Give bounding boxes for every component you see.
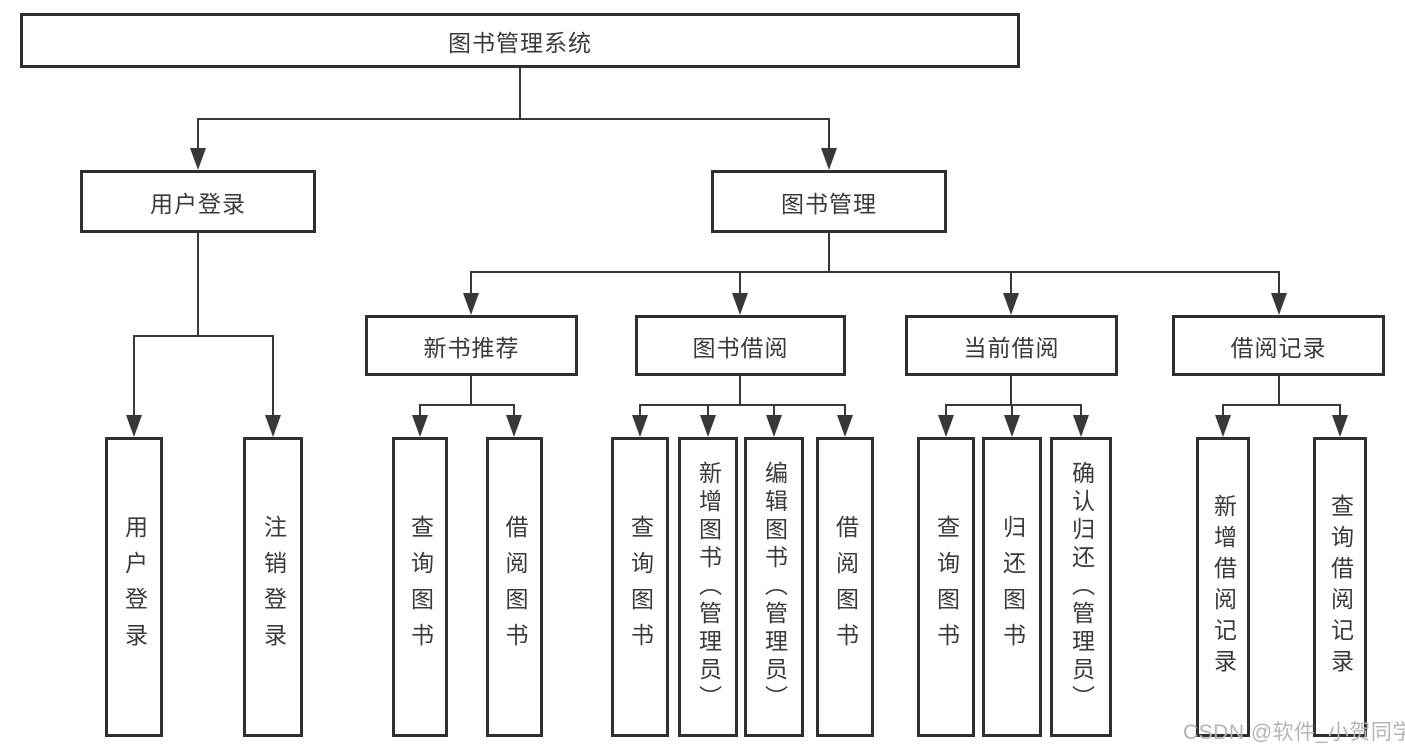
connector-to-user-login (197, 118, 199, 150)
connector-to-leaf-logout (272, 335, 274, 417)
node-root-label: 图书管理系统 (448, 29, 592, 56)
node-user-login-label: 用户登录 (150, 190, 246, 217)
leaf-br-add-record-label: 新增借阅记录 (1210, 494, 1237, 680)
connector-new-book-bar (419, 404, 515, 406)
arrow-down-icon (1003, 293, 1019, 315)
connector-borrow-record-stem (1278, 376, 1280, 406)
leaf-user-login: 用户登录 (105, 437, 163, 737)
arrow-down-icon (700, 415, 716, 437)
leaf-rec-query-books-label: 查询图书 (407, 515, 434, 659)
connector-to-book-mgmt (828, 118, 830, 150)
connector-to-current-borrow (1010, 271, 1012, 295)
connector-book-borrow-stem (739, 376, 741, 406)
connector-current-borrow-bar (945, 404, 1082, 406)
connector-leaf-stub (639, 404, 641, 417)
arrow-down-icon (190, 148, 206, 170)
connector-new-book-stem (470, 376, 472, 406)
arrow-down-icon (1332, 415, 1348, 437)
connector-leaf-stub (945, 404, 947, 417)
leaf-rec-borrow-books: 借阅图书 (486, 437, 543, 737)
node-user-login: 用户登录 (80, 170, 316, 233)
node-book-borrow-label: 图书借阅 (692, 334, 789, 361)
connector-leaf-stub (1080, 404, 1082, 417)
leaf-bb-add-books-admin: 新增图书（管理员） (678, 437, 738, 737)
connector-book-mgmt-bar (470, 271, 1280, 273)
arrow-down-icon (732, 293, 748, 315)
connector-leaf-stub (773, 404, 775, 417)
connector-to-leaf-login (133, 335, 135, 417)
node-root-system: 图书管理系统 (20, 13, 1020, 68)
connector-to-book-borrow (739, 271, 741, 295)
connector-borrow-record-bar (1222, 404, 1341, 406)
node-borrow-record-label: 借阅记录 (1230, 334, 1327, 361)
connector-leaf-stub (707, 404, 709, 417)
arrow-down-icon (766, 415, 782, 437)
node-borrow-record: 借阅记录 (1172, 315, 1385, 376)
leaf-cb-confirm-return-admin-label: 确认归还（管理员） (1068, 461, 1095, 713)
connector-leaf-stub (1339, 404, 1341, 417)
connector-user-login-bar (133, 335, 274, 337)
connector-leaf-stub (1011, 404, 1013, 417)
leaf-user-login-label: 用户登录 (121, 515, 148, 659)
connector-user-login-stem (197, 233, 199, 337)
node-book-borrow: 图书借阅 (635, 315, 846, 376)
connector-root-stem (519, 68, 521, 120)
leaf-bb-edit-books-admin: 编辑图书（管理员） (744, 437, 804, 737)
node-new-book-rec: 新书推荐 (365, 315, 578, 376)
node-current-borrow-label: 当前借阅 (963, 334, 1060, 361)
leaf-br-query-record: 查询借阅记录 (1313, 437, 1367, 737)
leaf-bb-borrow-books-label: 借阅图书 (832, 515, 859, 659)
connector-book-borrow-bar (639, 404, 846, 406)
arrow-down-icon (1271, 293, 1287, 315)
arrow-down-icon (632, 415, 648, 437)
leaf-bb-query-books: 查询图书 (611, 437, 669, 737)
connector-root-bar (197, 118, 830, 120)
leaf-logout-label: 注销登录 (260, 515, 287, 659)
arrow-down-icon (821, 148, 837, 170)
leaf-cb-return-books: 归还图书 (982, 437, 1042, 737)
arrow-down-icon (412, 415, 428, 437)
leaf-bb-query-books-label: 查询图书 (627, 515, 654, 659)
arrow-down-icon (126, 415, 142, 437)
connector-to-borrow-record (1278, 271, 1280, 295)
leaf-bb-add-books-admin-label: 新增图书（管理员） (695, 461, 722, 713)
connector-current-borrow-stem (1010, 376, 1012, 406)
leaf-rec-query-books: 查询图书 (392, 437, 448, 737)
arrow-down-icon (837, 415, 853, 437)
arrow-down-icon (938, 415, 954, 437)
leaf-logout: 注销登录 (243, 437, 303, 737)
connector-book-mgmt-stem (828, 233, 830, 273)
arrow-down-icon (1073, 415, 1089, 437)
arrow-down-icon (265, 415, 281, 437)
connector-to-new-book (470, 271, 472, 295)
connector-leaf-stub (844, 404, 846, 417)
leaf-br-add-record: 新增借阅记录 (1196, 437, 1250, 737)
leaf-bb-edit-books-admin-label: 编辑图书（管理员） (761, 461, 788, 713)
arrow-down-icon (1004, 415, 1020, 437)
node-book-mgmt-label: 图书管理 (781, 190, 877, 217)
leaf-rec-borrow-books-label: 借阅图书 (502, 515, 528, 659)
node-new-book-rec-label: 新书推荐 (423, 334, 520, 361)
node-book-mgmt: 图书管理 (711, 170, 947, 233)
csdn-watermark: CSDN @软件_小贺同学 (1183, 721, 1405, 744)
leaf-cb-query-books: 查询图书 (917, 437, 975, 737)
arrow-down-icon (1215, 415, 1231, 437)
connector-leaf-stub (419, 404, 421, 417)
connector-leaf-stub (513, 404, 515, 417)
leaf-br-query-record-label: 查询借阅记录 (1327, 494, 1354, 680)
connector-leaf-stub (1222, 404, 1224, 417)
leaf-cb-query-books-label: 查询图书 (933, 515, 960, 659)
node-current-borrow: 当前借阅 (905, 315, 1118, 376)
leaf-cb-return-books-label: 归还图书 (999, 515, 1026, 659)
arrow-down-icon (506, 415, 522, 437)
leaf-bb-borrow-books: 借阅图书 (816, 437, 874, 737)
leaf-cb-confirm-return-admin: 确认归还（管理员） (1050, 437, 1112, 737)
arrow-down-icon (463, 293, 479, 315)
